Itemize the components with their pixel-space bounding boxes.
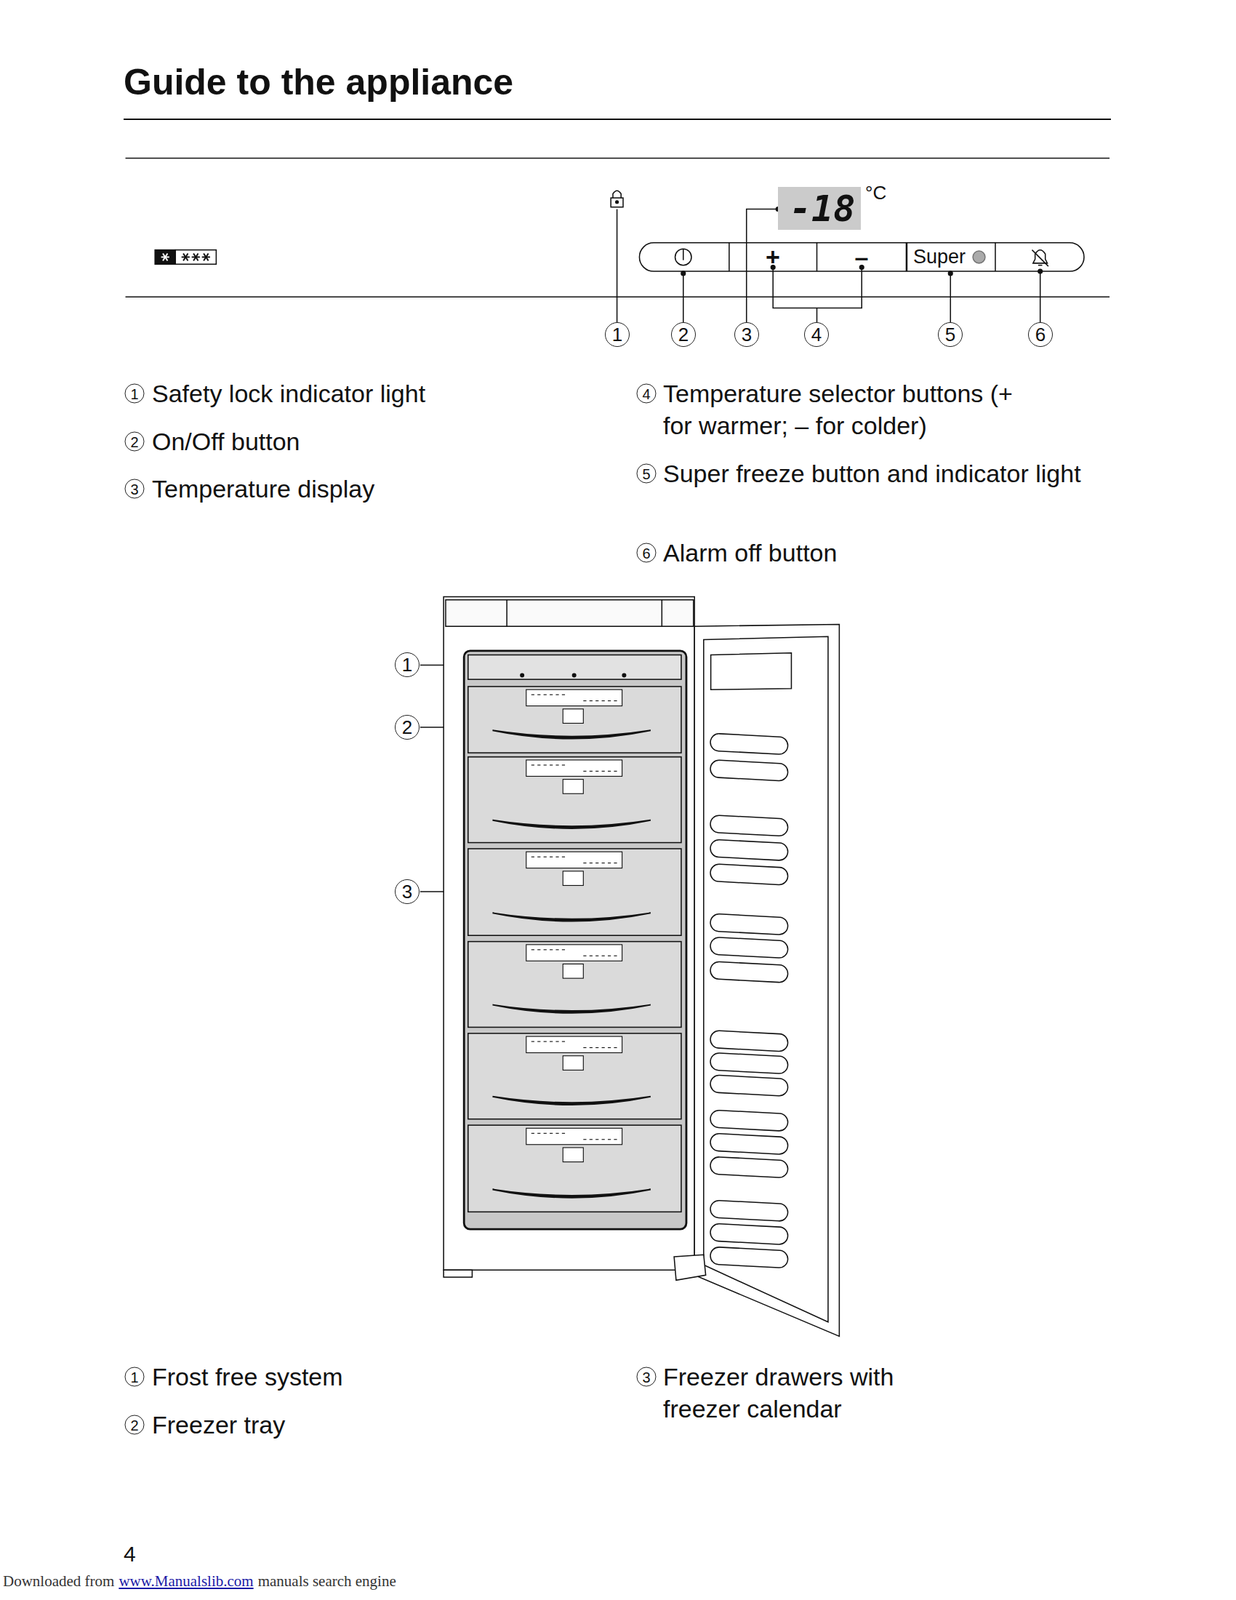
unit-label: °C xyxy=(865,181,887,206)
callout-number: 4 xyxy=(804,322,829,347)
on-off-symbol xyxy=(675,248,692,265)
drawer xyxy=(468,1124,682,1212)
button-label: + xyxy=(765,242,781,272)
padlock-symbol xyxy=(610,190,624,207)
drawer xyxy=(468,686,682,753)
freezer-door xyxy=(673,623,840,1336)
callout-number: 6 xyxy=(636,543,657,563)
callout-number: 2 xyxy=(394,714,420,740)
callout-number: 2 xyxy=(125,1414,145,1435)
callout-number: 3 xyxy=(394,879,420,904)
drawer xyxy=(468,1033,682,1119)
legend-text: Temperature selector buttons (+ for warm… xyxy=(663,377,1016,442)
freezer-cabinet xyxy=(443,596,695,1278)
footer-link: www.Manualslib.com xyxy=(118,1571,254,1591)
page-title: Guide to the appliance xyxy=(123,61,514,104)
legend-text: Freezer drawers with freezer calendar xyxy=(663,1360,940,1425)
callout-number: 2 xyxy=(125,431,145,452)
legend-text: Temperature display xyxy=(151,472,618,505)
display-reading: -18 xyxy=(789,187,856,230)
button-label: Super xyxy=(913,245,966,269)
footer-line: Downloaded fromwww.Manualslib.commanuals… xyxy=(2,1571,397,1591)
footer-text: manuals search engine xyxy=(258,1571,397,1591)
panel-button: Super xyxy=(906,242,996,272)
callout-number: 3 xyxy=(636,1366,657,1387)
callout-number: 2 xyxy=(671,322,696,347)
alarm-off-symbol xyxy=(1031,250,1048,267)
door-shelves xyxy=(709,732,789,1268)
legend-text: Safety lock indicator light xyxy=(151,377,618,410)
callout-number: 6 xyxy=(1028,322,1053,347)
callout-number: 1 xyxy=(125,383,145,404)
temperature-display: -18 xyxy=(777,186,861,230)
legend-text: Frost free system xyxy=(151,1360,618,1393)
footer-text: Downloaded from xyxy=(2,1571,115,1591)
star-rating-symbol xyxy=(154,250,216,265)
freezer-drawers xyxy=(468,686,682,1212)
callout-number: 3 xyxy=(734,322,760,347)
rule-line xyxy=(123,118,1111,120)
callout-number: 5 xyxy=(636,463,657,484)
callout-number: 1 xyxy=(394,652,420,677)
panel-button: – xyxy=(816,242,907,272)
panel-button: + xyxy=(729,242,817,272)
legend-text: On/Off button xyxy=(151,425,618,458)
drawer xyxy=(468,756,682,843)
callout-number: 1 xyxy=(604,322,630,347)
drawer xyxy=(468,941,682,1028)
callout-number: 5 xyxy=(937,322,963,347)
drawer xyxy=(468,848,682,935)
callout-number: 1 xyxy=(125,1366,145,1387)
rule-line xyxy=(125,157,1111,160)
legend-text: Super freeze button and indicator light xyxy=(663,457,1100,490)
button-label: – xyxy=(855,242,869,272)
panel-divider xyxy=(729,242,996,272)
indicator-light xyxy=(972,250,986,264)
control-panel xyxy=(639,242,1085,272)
callout-number: 4 xyxy=(636,383,657,404)
callout-number: 3 xyxy=(125,479,145,499)
page-number: 4 xyxy=(123,1539,136,1568)
legend-text: Freezer tray xyxy=(151,1408,618,1441)
legend-text: Alarm off button xyxy=(663,536,1129,569)
